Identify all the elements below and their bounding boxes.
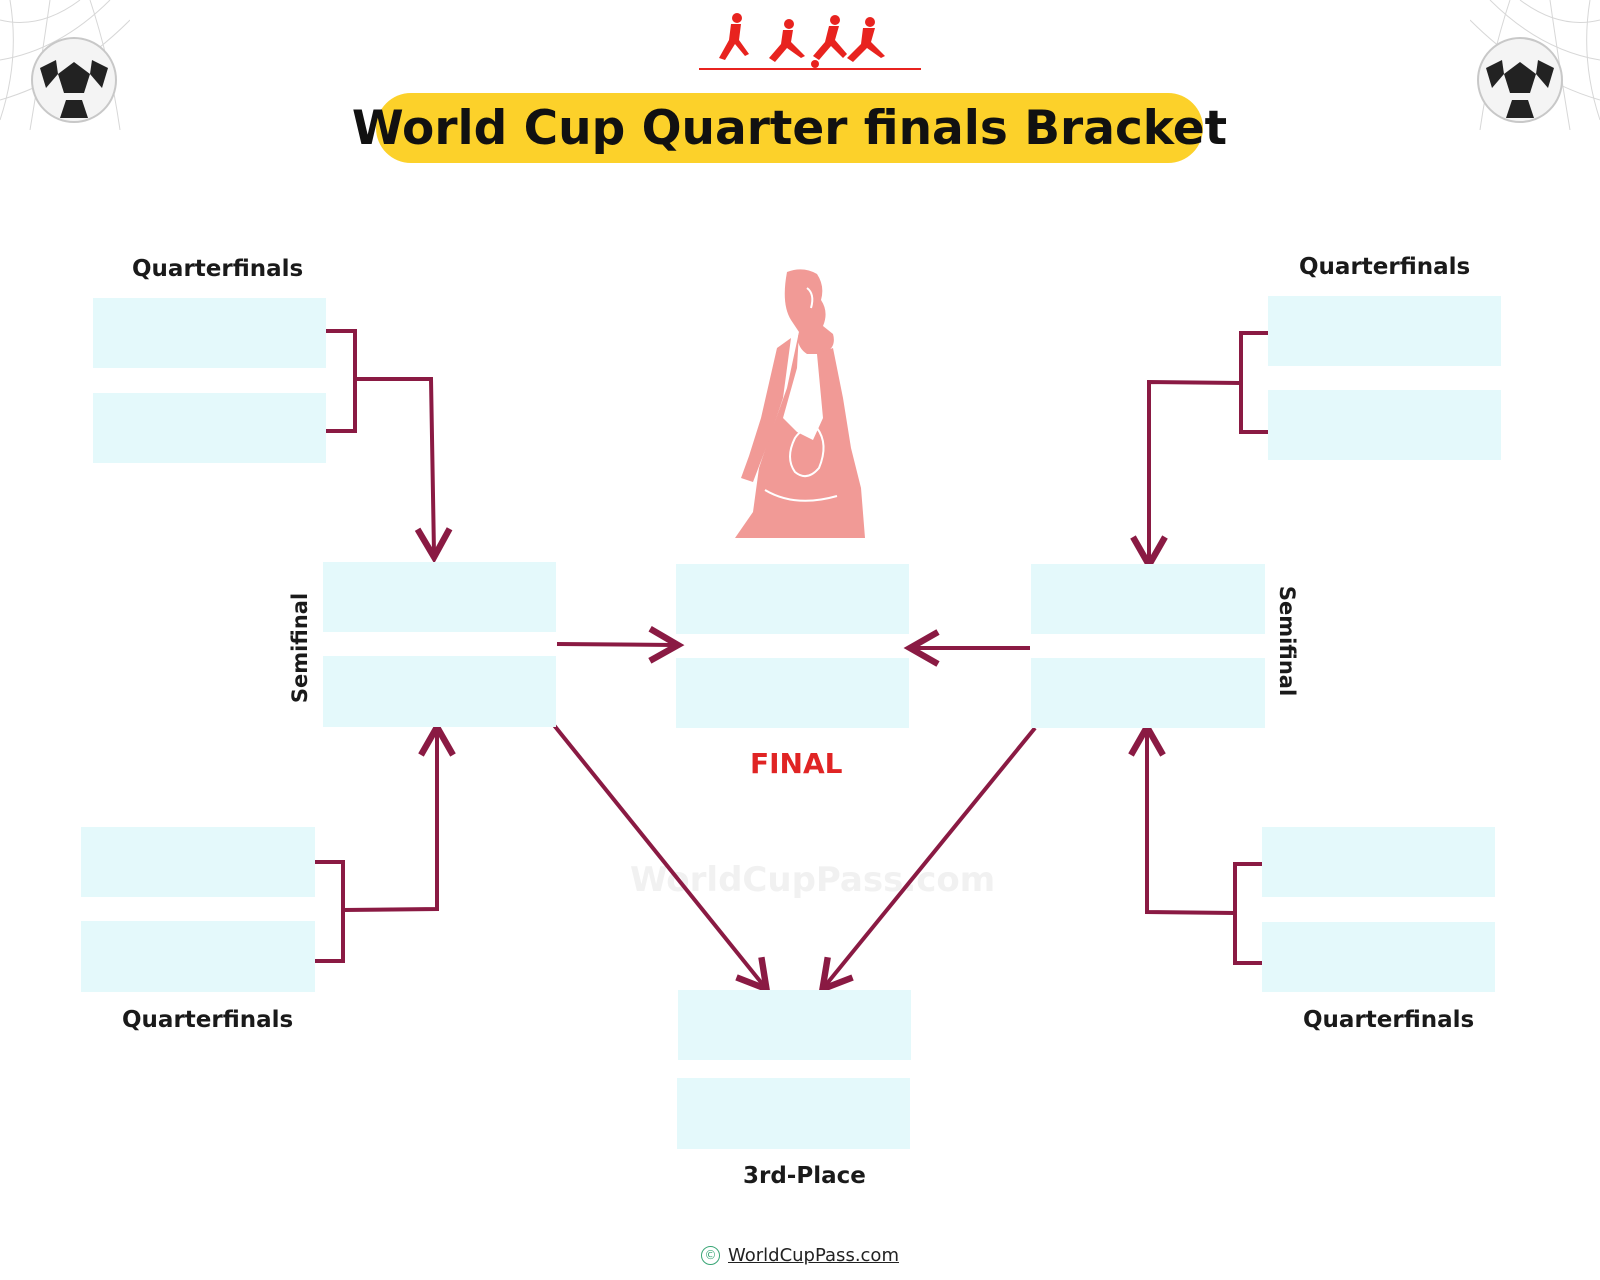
bracket-slot-sf1-team1[interactable] <box>323 562 556 632</box>
bracket-slot-qf4-team1[interactable] <box>1262 827 1495 897</box>
bracket-slot-third-team2[interactable] <box>677 1078 910 1149</box>
bracket-slot-qf3-team1[interactable] <box>1268 296 1501 366</box>
bracket-slot-sf2-team1[interactable] <box>1031 564 1265 634</box>
bracket-slot-qf1-team2[interactable] <box>93 393 326 463</box>
bracket-slot-qf1-team1[interactable] <box>93 298 326 368</box>
soccer-ball-icon <box>0 0 130 130</box>
footer-site-link[interactable]: WorldCupPass.com <box>728 1245 899 1266</box>
bracket-slot-qf2-team2[interactable] <box>81 921 315 992</box>
bracket-slot-sf2-team2[interactable] <box>1031 658 1265 728</box>
quarterfinals-label-bottom-left: Quarterfinals <box>122 1007 294 1033</box>
copyright-icon: © <box>701 1246 720 1265</box>
bracket-slot-final-team2[interactable] <box>676 658 909 728</box>
trophy-lifter-icon <box>735 269 865 538</box>
semifinal-label-left: Semifinal <box>288 592 312 704</box>
bracket-slot-qf2-team1[interactable] <box>81 827 315 897</box>
bracket-slot-final-team1[interactable] <box>676 564 909 634</box>
quarterfinals-label-bottom-right: Quarterfinals <box>1303 1007 1475 1033</box>
semifinal-label-right: Semifinal <box>1275 585 1299 697</box>
final-label: FINAL <box>750 747 843 780</box>
bracket-slot-third-team1[interactable] <box>678 990 911 1060</box>
bracket-slot-sf1-team2[interactable] <box>323 656 556 727</box>
bracket-slot-qf4-team2[interactable] <box>1262 922 1495 992</box>
quarterfinals-label-top-left: Quarterfinals <box>132 256 304 282</box>
footer: © WorldCupPass.com <box>0 1245 1600 1266</box>
third-place-label: 3rd-Place <box>743 1163 866 1189</box>
football-players-icon <box>699 13 921 70</box>
page-title: World Cup Quarter finals Bracket <box>351 100 1228 156</box>
bracket-slot-qf3-team2[interactable] <box>1268 390 1501 460</box>
quarterfinals-label-top-right: Quarterfinals <box>1299 254 1471 280</box>
title-banner: World Cup Quarter finals Bracket <box>352 93 1227 163</box>
soccer-ball-icon <box>1470 0 1600 130</box>
